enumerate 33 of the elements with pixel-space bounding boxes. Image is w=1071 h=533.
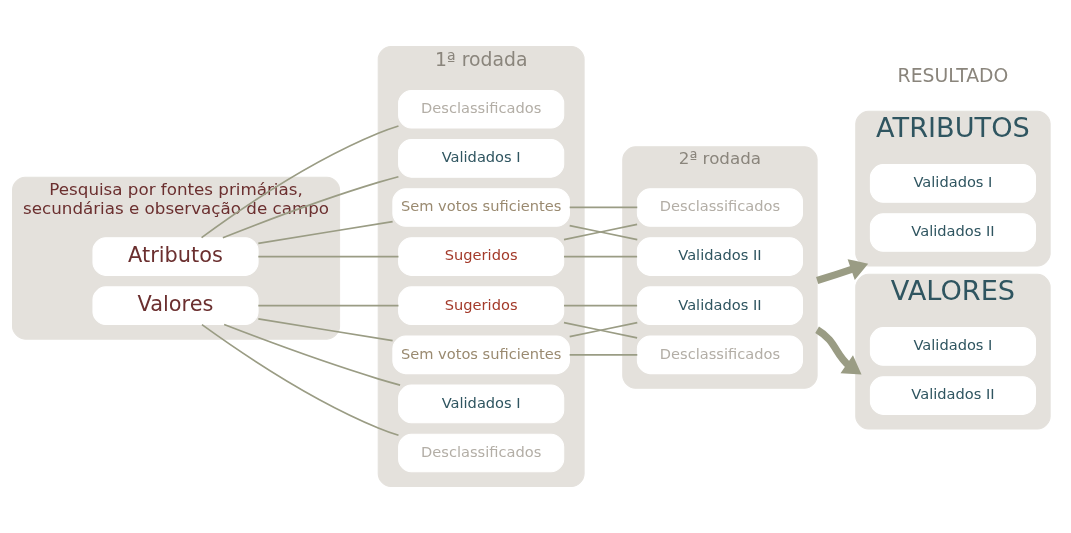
node-box: Validados II bbox=[869, 376, 1037, 415]
node-box: Sugeridos bbox=[398, 237, 565, 276]
label: RESULTADO bbox=[897, 65, 1009, 87]
connector bbox=[257, 304, 400, 307]
node-box: Desclassificados bbox=[636, 188, 803, 227]
connector bbox=[563, 304, 638, 307]
node-box: Validados II bbox=[636, 237, 803, 276]
node-box: Validados I bbox=[398, 139, 565, 178]
node-box: Validados I bbox=[398, 384, 565, 424]
node-box: Validados I bbox=[869, 164, 1037, 203]
node-box: Desclassificados bbox=[398, 89, 565, 129]
connector bbox=[568, 206, 639, 209]
connector bbox=[222, 175, 400, 239]
node-box: Desclassificados bbox=[398, 433, 565, 473]
node-box: Desclassificados bbox=[636, 335, 803, 375]
node-box: Sem votos suficientes bbox=[392, 188, 570, 227]
connector bbox=[568, 353, 639, 356]
node-box: Valores bbox=[92, 286, 259, 325]
connector bbox=[257, 220, 394, 245]
connector bbox=[563, 255, 638, 258]
node-box: Sugeridos bbox=[398, 286, 565, 325]
connector bbox=[257, 318, 394, 342]
connector bbox=[257, 255, 400, 258]
node-box: Validados I bbox=[869, 327, 1037, 366]
node-box: Sem votos suficientes bbox=[392, 335, 570, 375]
connector bbox=[201, 323, 400, 437]
connector bbox=[200, 125, 400, 239]
node-box: Atributos bbox=[92, 237, 259, 276]
node-box: Validados II bbox=[869, 213, 1037, 252]
arrow bbox=[815, 326, 862, 375]
node-box: Validados II bbox=[636, 286, 803, 325]
connector bbox=[223, 323, 401, 386]
arrow bbox=[816, 259, 869, 285]
